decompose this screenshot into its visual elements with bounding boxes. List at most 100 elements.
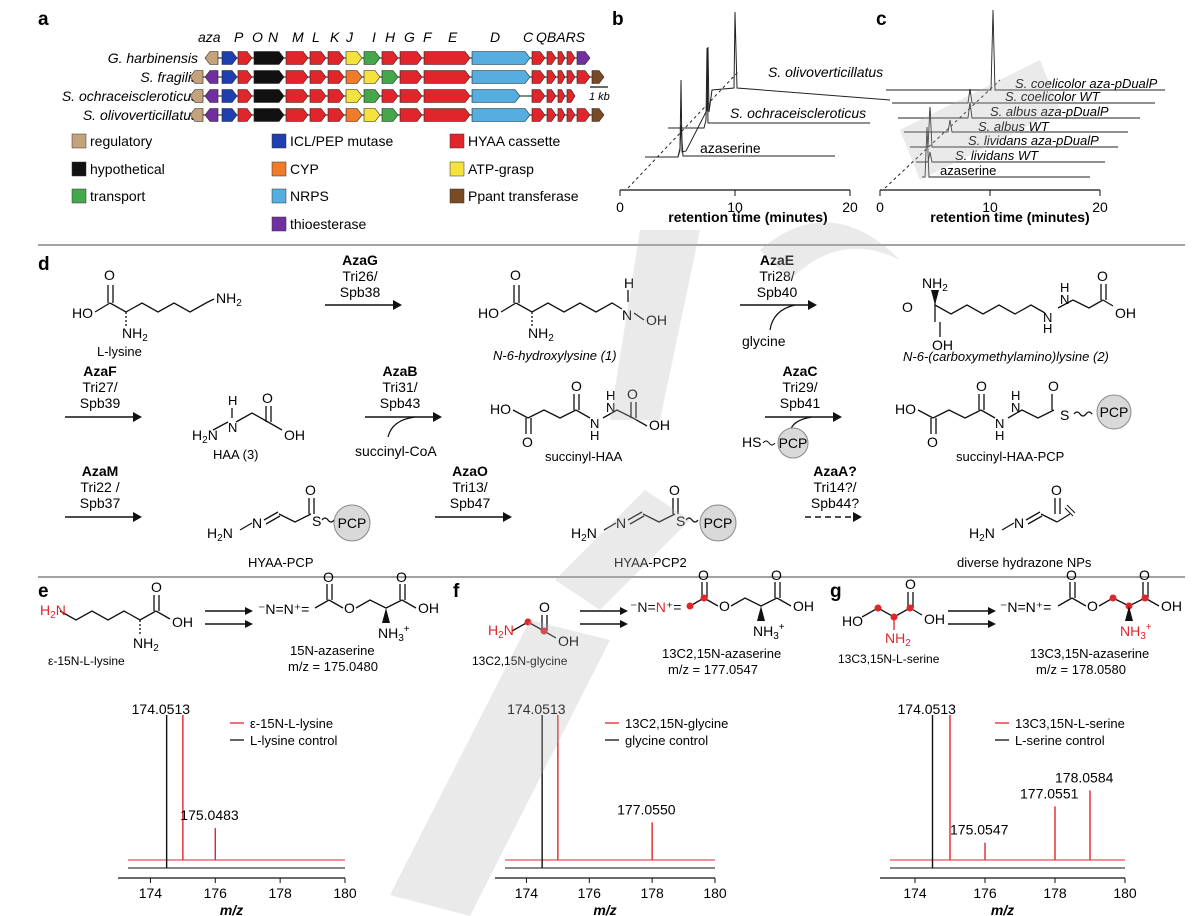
atom-h2n-e: H2N <box>40 602 66 621</box>
pcp-label-shp: PCP <box>1100 404 1129 420</box>
gene-ppant-r3-19 <box>591 108 605 122</box>
panel-label-e: e <box>38 581 49 602</box>
gene-hyaa-r2-11 <box>399 89 423 103</box>
legend-label-nrps: NRPS <box>290 188 329 204</box>
precursor-g: 13C3,15N-L-serine <box>838 652 940 666</box>
enzyme-5-alt1: Tri29/ <box>782 379 817 395</box>
gene-nrps-r1-13 <box>471 70 531 84</box>
product-e: 15N-azaserine <box>290 643 375 658</box>
compound-hyaa-pcp: HYAA-PCP <box>248 555 314 570</box>
enzyme-8: AzaA? <box>813 463 857 479</box>
gene-hyaa-r3-18 <box>576 108 591 122</box>
tick-label-c-10: 10 <box>982 199 998 215</box>
atom-h-sh1: H <box>590 428 599 443</box>
atom-o-c: O <box>902 299 913 315</box>
ms-peak-label-0-1: 175.0483 <box>180 807 239 823</box>
tick-label-c-0: 0 <box>876 199 884 215</box>
pcp-circle-shp <box>1096 394 1132 430</box>
gene-thio-r2-1 <box>204 89 219 103</box>
gene-hyaa-r2-16 <box>557 89 566 103</box>
structure-haa <box>212 406 283 431</box>
cosub-glycine: glycine <box>742 333 786 349</box>
gene-hyaa-r3-5 <box>285 108 309 122</box>
label-dot-g3 <box>906 604 914 612</box>
atom-o-g1: O <box>1066 567 1077 583</box>
atom-o-f3: O <box>771 567 782 583</box>
chromatogram-b: 0 10 20 retention time (minutes) S. oliv… <box>616 11 891 225</box>
atom-s-hp: S <box>312 513 321 529</box>
atom-o-e1: O <box>323 569 334 585</box>
atom-o-e: O <box>151 579 162 595</box>
atom-s-shp: S <box>1060 407 1069 423</box>
organism-label-2: S. ochraceiscleroticus <box>62 88 198 104</box>
gene-letter-11: E <box>448 29 458 45</box>
gene-transport-r1-10 <box>381 70 399 84</box>
xlabel-c: retention time (minutes) <box>930 209 1089 225</box>
tick-label-c-20: 20 <box>1092 199 1108 215</box>
gene-regulatory-r0-0 <box>204 51 219 65</box>
ms-tick-label-1-3: 180 <box>703 885 727 901</box>
gene-icl-r2-2 <box>221 89 238 103</box>
gene-hyaa-r0-13 <box>531 51 546 65</box>
trace-c-0 <box>886 9 1165 91</box>
gene-letter-2: N <box>268 29 279 45</box>
gene-icl-r1-2 <box>221 70 238 84</box>
cosub-curve-4 <box>387 416 416 438</box>
mz-e: m/z = 175.0480 <box>288 659 378 674</box>
compound-diverse: diverse hydrazone NPs <box>957 555 1092 570</box>
trace-label-b-2: azaserine <box>700 140 761 156</box>
gene-hyaa-r0-14 <box>546 51 557 65</box>
atom-oh-f: OH <box>558 633 579 649</box>
legend-label-hyaa: HYAA cassette <box>468 133 561 149</box>
trace-b-ochraceiscleroticus <box>668 47 870 129</box>
enzyme-7-alt2: Spb47 <box>450 495 491 511</box>
ms-tick-label-2-1: 176 <box>973 885 997 901</box>
product-f-chain <box>689 582 792 607</box>
cosub-curve-2 <box>769 304 796 331</box>
xlabel-b: retention time (minutes) <box>668 209 827 225</box>
atom-h2n-d: H2N <box>969 525 995 544</box>
gene-hyaa-r3-14 <box>531 108 546 122</box>
gene-hyaa-r1-12 <box>423 70 471 84</box>
atom-oh-sh: OH <box>649 417 670 433</box>
gene-atp-r0-7 <box>345 51 363 65</box>
atom-o-c2: O <box>1097 268 1108 284</box>
atom-oh-e2: OH <box>418 600 439 616</box>
compound-haa: HAA (3) <box>213 447 259 462</box>
wedge-carboxymethyl <box>931 290 939 305</box>
ms-legend-label-2-1: L-serine control <box>1015 733 1105 748</box>
gene-hyaa-r2-14 <box>531 89 546 103</box>
atom-o-shp2: O <box>976 378 987 394</box>
gene-hyaa-r0-4 <box>285 51 309 65</box>
gene-hyaa-r2-17 <box>566 89 576 103</box>
gene-hyaa-r0-16 <box>566 51 576 65</box>
ms-tick-label-0-2: 178 <box>268 885 292 901</box>
trace-label-c-6: azaserine <box>940 163 996 178</box>
gene-hyaa-r1-18 <box>576 70 591 84</box>
chromatogram-c: 0 10 20 retention time (minutes) S. coel… <box>876 9 1165 225</box>
gene-hyaa-r3-17 <box>566 108 576 122</box>
atom-o-f1: O <box>698 567 709 583</box>
wedge-g <box>1125 606 1133 621</box>
gene-transport-r3-10 <box>381 108 399 122</box>
gene-letter-5: K <box>330 29 340 45</box>
legend-label-transport: transport <box>90 188 145 204</box>
atom-o-sh1: O <box>522 434 533 450</box>
ms-legend-label-1-1: glycine control <box>625 733 708 748</box>
trace-b-baseline <box>627 71 739 189</box>
product-e-struct: ⁻N=N⁺= <box>258 601 309 617</box>
gene-hyaa-r2-5 <box>285 89 309 103</box>
enzyme-6-alt1: Tri22 / <box>80 479 119 495</box>
gene-letter-7: I <box>372 29 376 45</box>
gene-nrps-r3-13 <box>471 108 531 122</box>
atom-ho: HO <box>72 305 93 321</box>
gene-hyaa-r0-2 <box>237 51 253 65</box>
atom-nh-c1h: H <box>1043 321 1052 336</box>
atom-n-2: N <box>622 307 632 323</box>
arrowhead-f1 <box>620 607 628 615</box>
atom-h2n-hp2: H2N <box>571 525 597 544</box>
atom-nh3-f: NH3+ <box>753 622 785 642</box>
